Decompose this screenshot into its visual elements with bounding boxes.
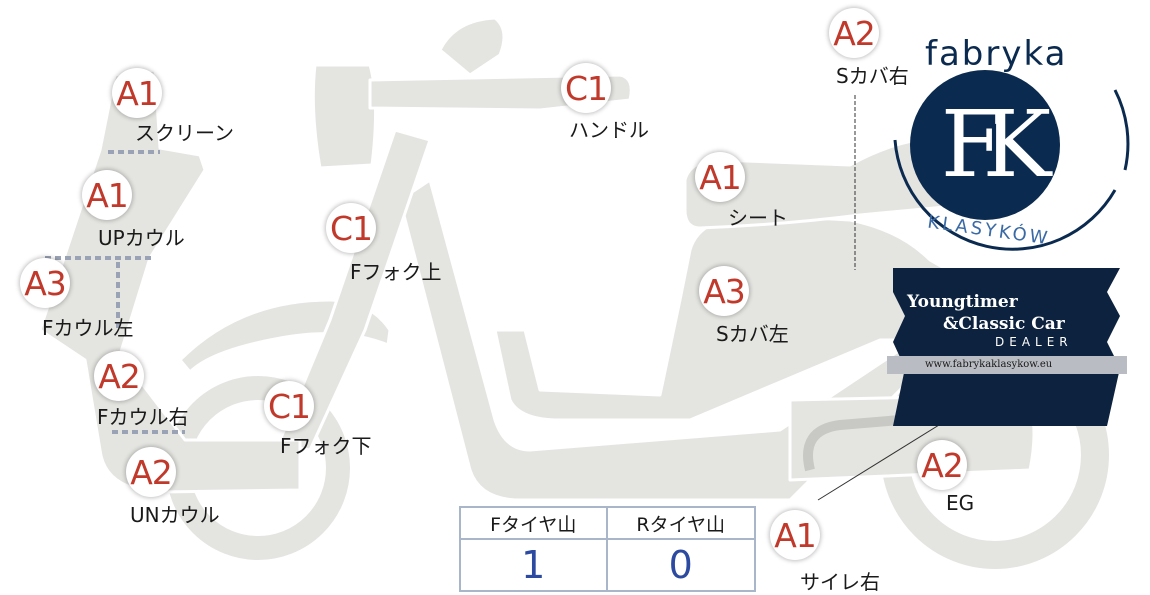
front-tire-value: 1 — [461, 540, 608, 590]
label-muffler-right: サイレ右 — [800, 570, 880, 594]
grade-handle: C1 — [561, 63, 611, 113]
rear-tire-header: Rタイヤ山 — [607, 508, 754, 540]
label-f-fork-lower: Fフォク下 — [280, 434, 372, 458]
label-seat: シート — [728, 206, 788, 230]
banner-url: www.fabrykaklasykow.eu — [925, 359, 1053, 370]
grade-engine: A2 — [917, 440, 967, 490]
tire-tread-table: Fタイヤ山 Rタイヤ山 1 0 — [459, 506, 756, 592]
label-s-cover-right: Sカバ右 — [836, 64, 909, 88]
logo-ring-icon — [887, 89, 1130, 426]
grade-f-fork-upper: C1 — [326, 203, 376, 253]
grade-seat: A1 — [695, 152, 745, 202]
exhaust — [803, 415, 901, 472]
label-f-cowl-right: Fカウル右 — [97, 405, 189, 429]
label-screen: スクリーン — [135, 121, 234, 145]
label-f-fork-upper: Fフォク上 — [350, 260, 442, 284]
grade-s-cover-right: A2 — [829, 8, 879, 58]
logo-monogram: FK — [940, 91, 1052, 198]
label-s-cover-left: Sカバ左 — [716, 322, 789, 346]
label-un-cowl: UNカウル — [130, 503, 220, 527]
front-tire-header: Fタイヤ山 — [461, 508, 608, 540]
grade-f-fork-lower: C1 — [264, 381, 314, 431]
grade-un-cowl: A2 — [126, 447, 176, 497]
label-handle: ハンドル — [569, 118, 649, 142]
logo-brand: fabryka — [925, 34, 1068, 74]
grade-muffler-right: A1 — [770, 510, 820, 560]
front-fork — [276, 128, 432, 452]
headlight — [311, 63, 378, 170]
mirror — [438, 16, 506, 77]
banner-line3: DEALER — [995, 335, 1073, 349]
grade-f-cowl-right: A2 — [94, 351, 144, 401]
grade-s-cover-left: A3 — [699, 266, 749, 316]
label-f-cowl-left: Fカウル左 — [42, 316, 134, 340]
label-engine: EG — [946, 491, 975, 515]
grade-up-cowl: A1 — [82, 170, 132, 220]
grade-screen: A1 — [112, 68, 162, 118]
logo-circle — [910, 70, 1060, 220]
rear-tire-value: 0 — [668, 543, 693, 587]
grade-f-cowl-left: A3 — [20, 258, 70, 308]
dealer-logo: fabryka FK KLASYKÓW Youngtimer &Classic … — [875, 30, 1140, 430]
label-up-cowl: UPカウル — [98, 226, 185, 250]
banner-line1: Youngtimer — [907, 292, 1018, 312]
banner-line2: &Classic Car — [943, 314, 1065, 334]
